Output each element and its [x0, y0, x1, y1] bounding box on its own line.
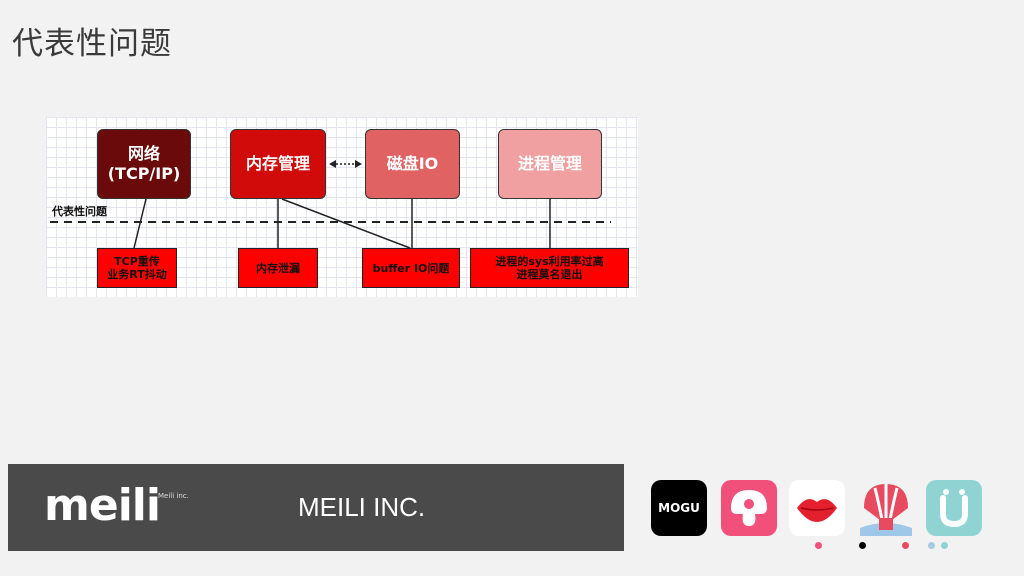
connector-network-tcp — [133, 198, 147, 249]
subsystem-diagram: 网络 (TCP/IP) 内存管理 磁盘IO 进程管理 代表性问题 TCP重传 业… — [46, 117, 638, 297]
mogu-app-icon: MOGU — [651, 480, 707, 536]
network-node: 网络 (TCP/IP) — [97, 129, 191, 199]
slide-title: 代表性问题 — [12, 26, 172, 62]
sys-issue-line2: 进程莫名退出 — [516, 268, 583, 281]
footer-banner: meili Meili inc. MEILI INC. — [8, 464, 624, 551]
connector-memory-buffer — [281, 198, 411, 249]
meili-logo-subtext: Meili inc. — [158, 492, 189, 500]
representative-problems-label: 代表性问题 — [52, 205, 107, 218]
buffer-io-issue-box: buffer IO问题 — [362, 248, 460, 288]
indicator-dot — [859, 542, 866, 549]
mogu-icon-label: MOGU — [658, 501, 700, 515]
arrowhead-right — [355, 160, 362, 168]
mushroom-app-icon — [721, 480, 777, 536]
network-node-sublabel: (TCP/IP) — [107, 164, 181, 183]
u-app-icon — [926, 480, 982, 536]
diagram-connectors — [50, 160, 611, 249]
indicator-dot — [815, 542, 822, 549]
indicator-dot — [941, 542, 948, 549]
memory-management-node: 内存管理 — [230, 129, 326, 199]
process-management-node: 进程管理 — [498, 129, 602, 199]
tcp-issue-line2: 业务RT抖动 — [107, 268, 167, 281]
process-sys-issue-box: 进程的sys利用率过高 进程莫名退出 — [470, 248, 629, 288]
network-node-label: 网络 — [127, 144, 160, 163]
tcp-issue-line1: TCP重传 — [114, 255, 160, 268]
indicator-dot — [928, 542, 935, 549]
lips-app-icon — [789, 480, 845, 536]
sys-issue-line1: 进程的sys利用率过高 — [495, 255, 604, 268]
tcp-issue-box: TCP重传 业务RT抖动 — [97, 248, 177, 288]
arrowhead-left — [329, 160, 336, 168]
memory-leak-issue-box: 内存泄漏 — [238, 248, 318, 288]
indicator-dot — [902, 542, 909, 549]
disk-io-node: 磁盘IO — [365, 129, 460, 199]
company-name: MEILI INC. — [298, 492, 426, 522]
meili-logo: meili — [44, 480, 161, 531]
balloon-app-icon — [858, 480, 914, 536]
